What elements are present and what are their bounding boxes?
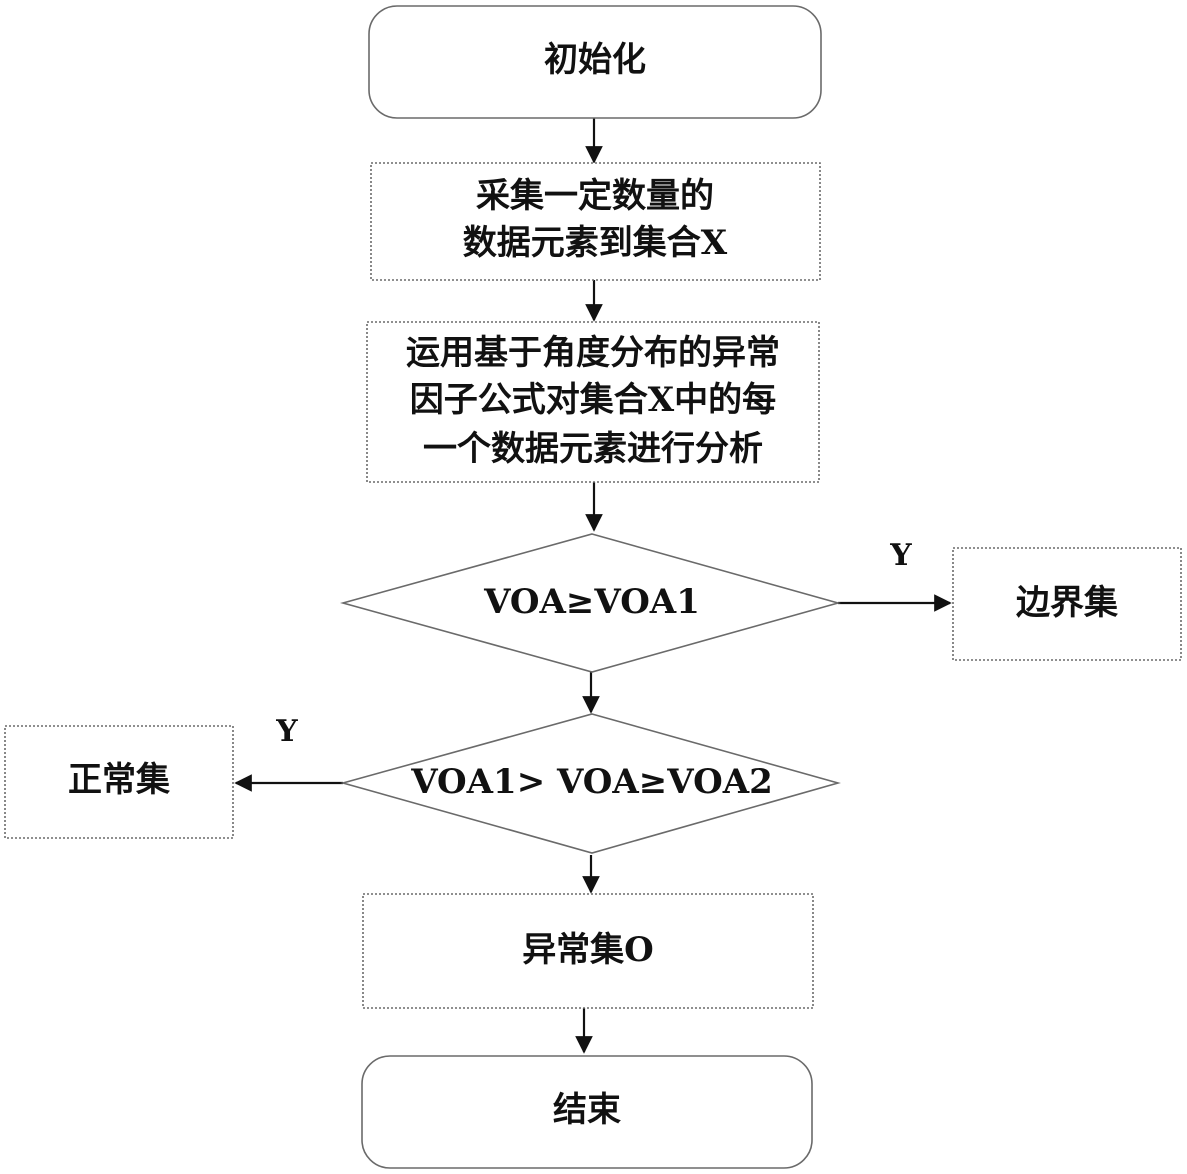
end-label: 结束	[553, 1090, 621, 1130]
analyze-node: 运用基于角度分布的异常 因子公式对集合X中的每 一个数据元素进行分析	[367, 322, 819, 482]
boundary-set-label: 边界集	[1016, 583, 1118, 623]
normal-set-label: 正常集	[68, 760, 170, 800]
collect-node: 采集一定数量的 数据元素到集合X	[371, 163, 820, 280]
decision1-label: VOA≥VOA1	[483, 582, 700, 622]
anomaly-set-label: 异常集O	[522, 930, 654, 970]
collect-label-line-2: 数据元素到集合X	[463, 223, 728, 263]
start-label: 初始化	[544, 40, 646, 80]
decision1-node: VOA≥VOA1	[343, 534, 838, 672]
boundary-set-node: 边界集	[953, 548, 1181, 660]
collect-label-line-1: 采集一定数量的	[476, 176, 714, 216]
analyze-label-line-2: 因子公式对集合X中的每	[410, 380, 776, 420]
decision1-yes-label: Y	[889, 538, 912, 573]
decision2-yes-label: Y	[275, 714, 298, 749]
normal-set-node: 正常集	[5, 726, 233, 838]
analyze-label-line-1: 运用基于角度分布的异常	[406, 333, 780, 373]
anomaly-set-node: 异常集O	[363, 894, 813, 1008]
decision2-label: VOA1> VOA≥VOA2	[410, 762, 772, 802]
start-node: 初始化	[369, 6, 821, 118]
end-node: 结束	[362, 1056, 812, 1168]
decision2-node: VOA1> VOA≥VOA2	[343, 714, 838, 853]
analyze-label-line-3: 一个数据元素进行分析	[423, 429, 763, 469]
